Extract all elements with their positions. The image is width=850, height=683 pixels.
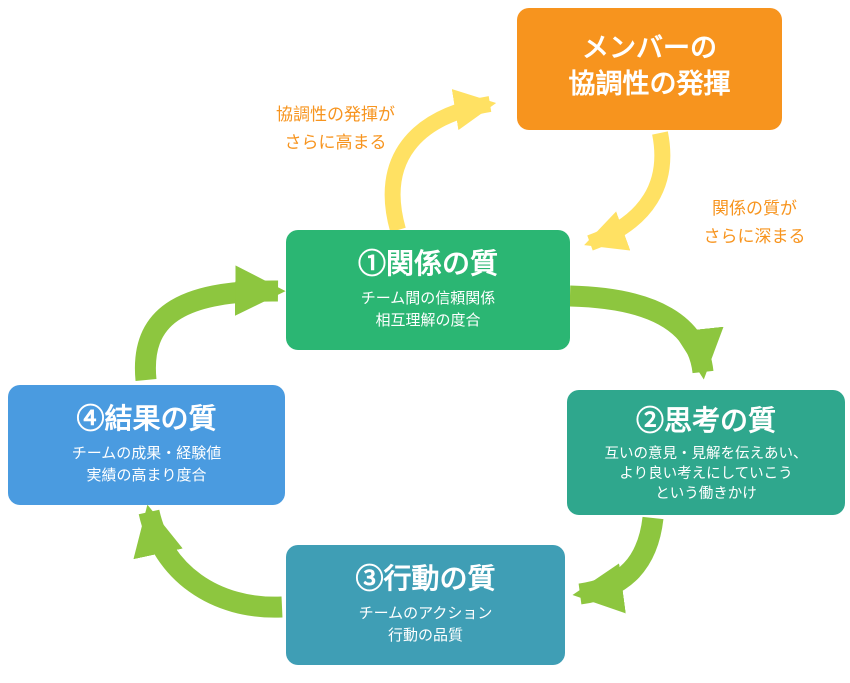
node-relation-quality: ①関係の質 チーム間の信頼関係 相互理解の度合	[286, 230, 570, 350]
node-thinking-desc-line-1: 互いの意見・見解を伝えあい、	[604, 445, 808, 462]
annotation-relation-line-1: 関係の質が	[712, 199, 797, 218]
arrow-action-to-result-icon	[133, 504, 283, 618]
node-result-desc-line-1: チームの成果・経験値	[71, 444, 222, 462]
node-member-cooperation: メンバーの 協調性の発揮	[517, 8, 782, 130]
annotation-cooperation-line-2: さらに高まる	[284, 133, 387, 153]
node-thinking-desc-line-3: という働きかけ	[655, 486, 757, 503]
arrow-relation-to-member-icon	[384, 89, 497, 233]
node-thinking-desc-line-2: より良い考えにしていこう	[619, 465, 793, 482]
node-result-desc-line-2: 実績の高まり度合	[86, 467, 207, 485]
arrow-member-to-relation-icon	[584, 131, 671, 251]
node-relation-desc-line-2: 相互理解の度合	[375, 312, 481, 330]
node-action-desc-line-1: チームのアクション	[358, 604, 493, 622]
node-action-quality: ③行動の質 チームのアクション 行動の品質	[286, 545, 565, 665]
annotation-cooperation-rises: 協調性の発揮が さらに高まる	[238, 101, 433, 157]
node-thinking-desc: 互いの意見・見解を伝えあい、 より良い考えにしていこう という働きかけ	[567, 444, 845, 505]
node-thinking-title: ②思考の質	[635, 405, 776, 436]
arrow-thinking-to-action-icon	[572, 516, 664, 614]
node-thinking-quality: ②思考の質 互いの意見・見解を伝えあい、 より良い考えにしていこう という働きか…	[567, 390, 845, 515]
node-action-desc: チームのアクション 行動の品質	[286, 603, 565, 648]
arrow-result-to-relation-icon	[134, 265, 286, 382]
annotation-relation-deepens: 関係の質が さらに深まる	[672, 195, 837, 251]
node-relation-title: ①関係の質	[357, 248, 498, 279]
node-result-quality: ④結果の質 チームの成果・経験値 実績の高まり度合	[8, 385, 285, 505]
node-action-desc-line-2: 行動の品質	[387, 627, 463, 645]
arrow-relation-to-thinking-icon	[569, 285, 724, 380]
node-relation-desc: チーム間の信頼関係 相互理解の度合	[286, 288, 570, 333]
node-action-title: ③行動の質	[355, 563, 496, 594]
node-member-line-2: 協調性の発揮	[568, 69, 731, 100]
node-member-line-1: メンバーの	[582, 33, 717, 63]
node-result-title: ④結果の質	[76, 403, 217, 434]
node-relation-desc-line-1: チーム間の信頼関係	[360, 289, 496, 307]
node-result-desc: チームの成果・経験値 実績の高まり度合	[8, 443, 285, 488]
annotation-cooperation-line-1: 協調性の発揮が	[276, 105, 395, 124]
annotation-relation-line-2: さらに深まる	[703, 227, 806, 247]
